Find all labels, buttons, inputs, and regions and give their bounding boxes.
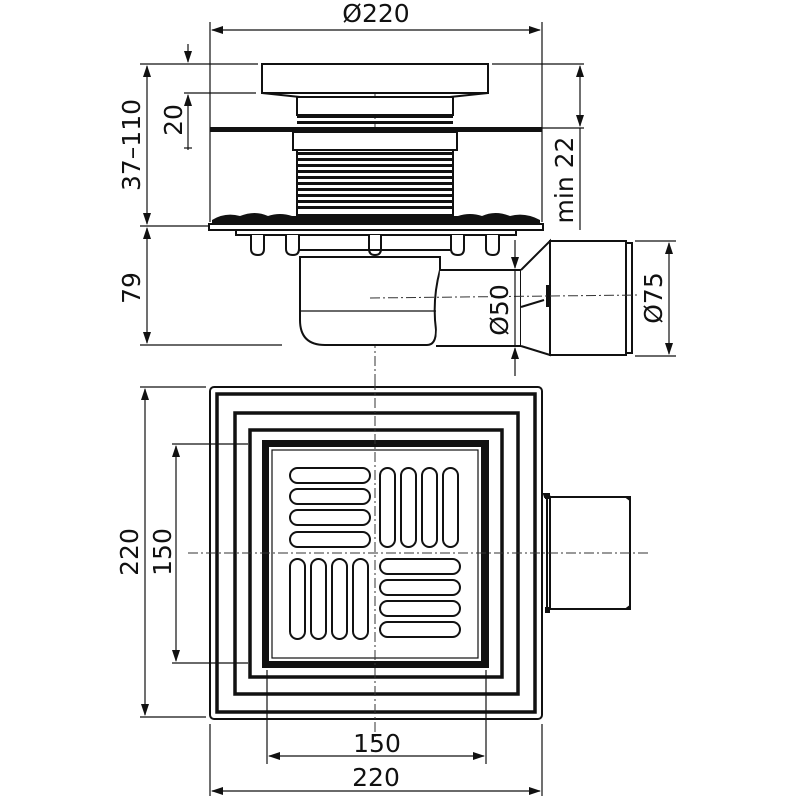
slots-top-right: [379, 467, 459, 548]
membrane-flange: [210, 127, 542, 132]
upper-thread: [297, 115, 453, 124]
label-body-depth: 79: [117, 272, 146, 304]
dim-grate-diameter: Ø220: [209, 0, 543, 222]
label-grate-diameter: Ø220: [342, 0, 409, 28]
main-thread: [296, 149, 454, 216]
label-outlet-inner: Ø50: [485, 284, 514, 336]
dim-min-depth: min 22: [492, 63, 584, 230]
side-view: Ø220 37–110 20 min 22 79: [117, 0, 676, 380]
dim-grate-thickness: 20: [159, 44, 256, 150]
label-height-range: 37–110: [117, 99, 146, 191]
label-grate-thickness: 20: [159, 104, 188, 136]
seal-flange: [212, 213, 540, 224]
slots-bottom-right: [379, 558, 461, 638]
collar: [292, 131, 458, 151]
slots-bottom-left: [289, 558, 369, 640]
label-plan-inner-width: 150: [353, 729, 401, 758]
dim-plan-outer-width: 220: [209, 724, 543, 796]
label-min-depth: min 22: [550, 137, 579, 224]
dim-outlet-inner: Ø50: [485, 240, 519, 376]
dim-plan-inner-width: 150: [266, 670, 487, 764]
label-outlet-outer: Ø75: [639, 272, 668, 324]
drain-body: [299, 256, 441, 346]
mounting-lugs: [250, 235, 500, 257]
label-plan-outer-width: 220: [352, 763, 400, 792]
outlet-pipe: [436, 238, 633, 357]
dim-plan-inner-height: 150: [148, 443, 248, 664]
upper-neck: [296, 96, 454, 116]
slots-top-left: [289, 467, 371, 548]
label-plan-outer-height: 220: [115, 528, 144, 576]
plan-view: 220 150 150 220: [115, 380, 650, 796]
dim-height-range: 37–110: [117, 63, 258, 227]
dim-outlet-outer: Ø75: [635, 240, 676, 357]
label-plan-inner-height: 150: [148, 528, 177, 576]
dim-plan-outer-height: 220: [115, 386, 206, 718]
dim-body-depth: 79: [117, 227, 282, 346]
